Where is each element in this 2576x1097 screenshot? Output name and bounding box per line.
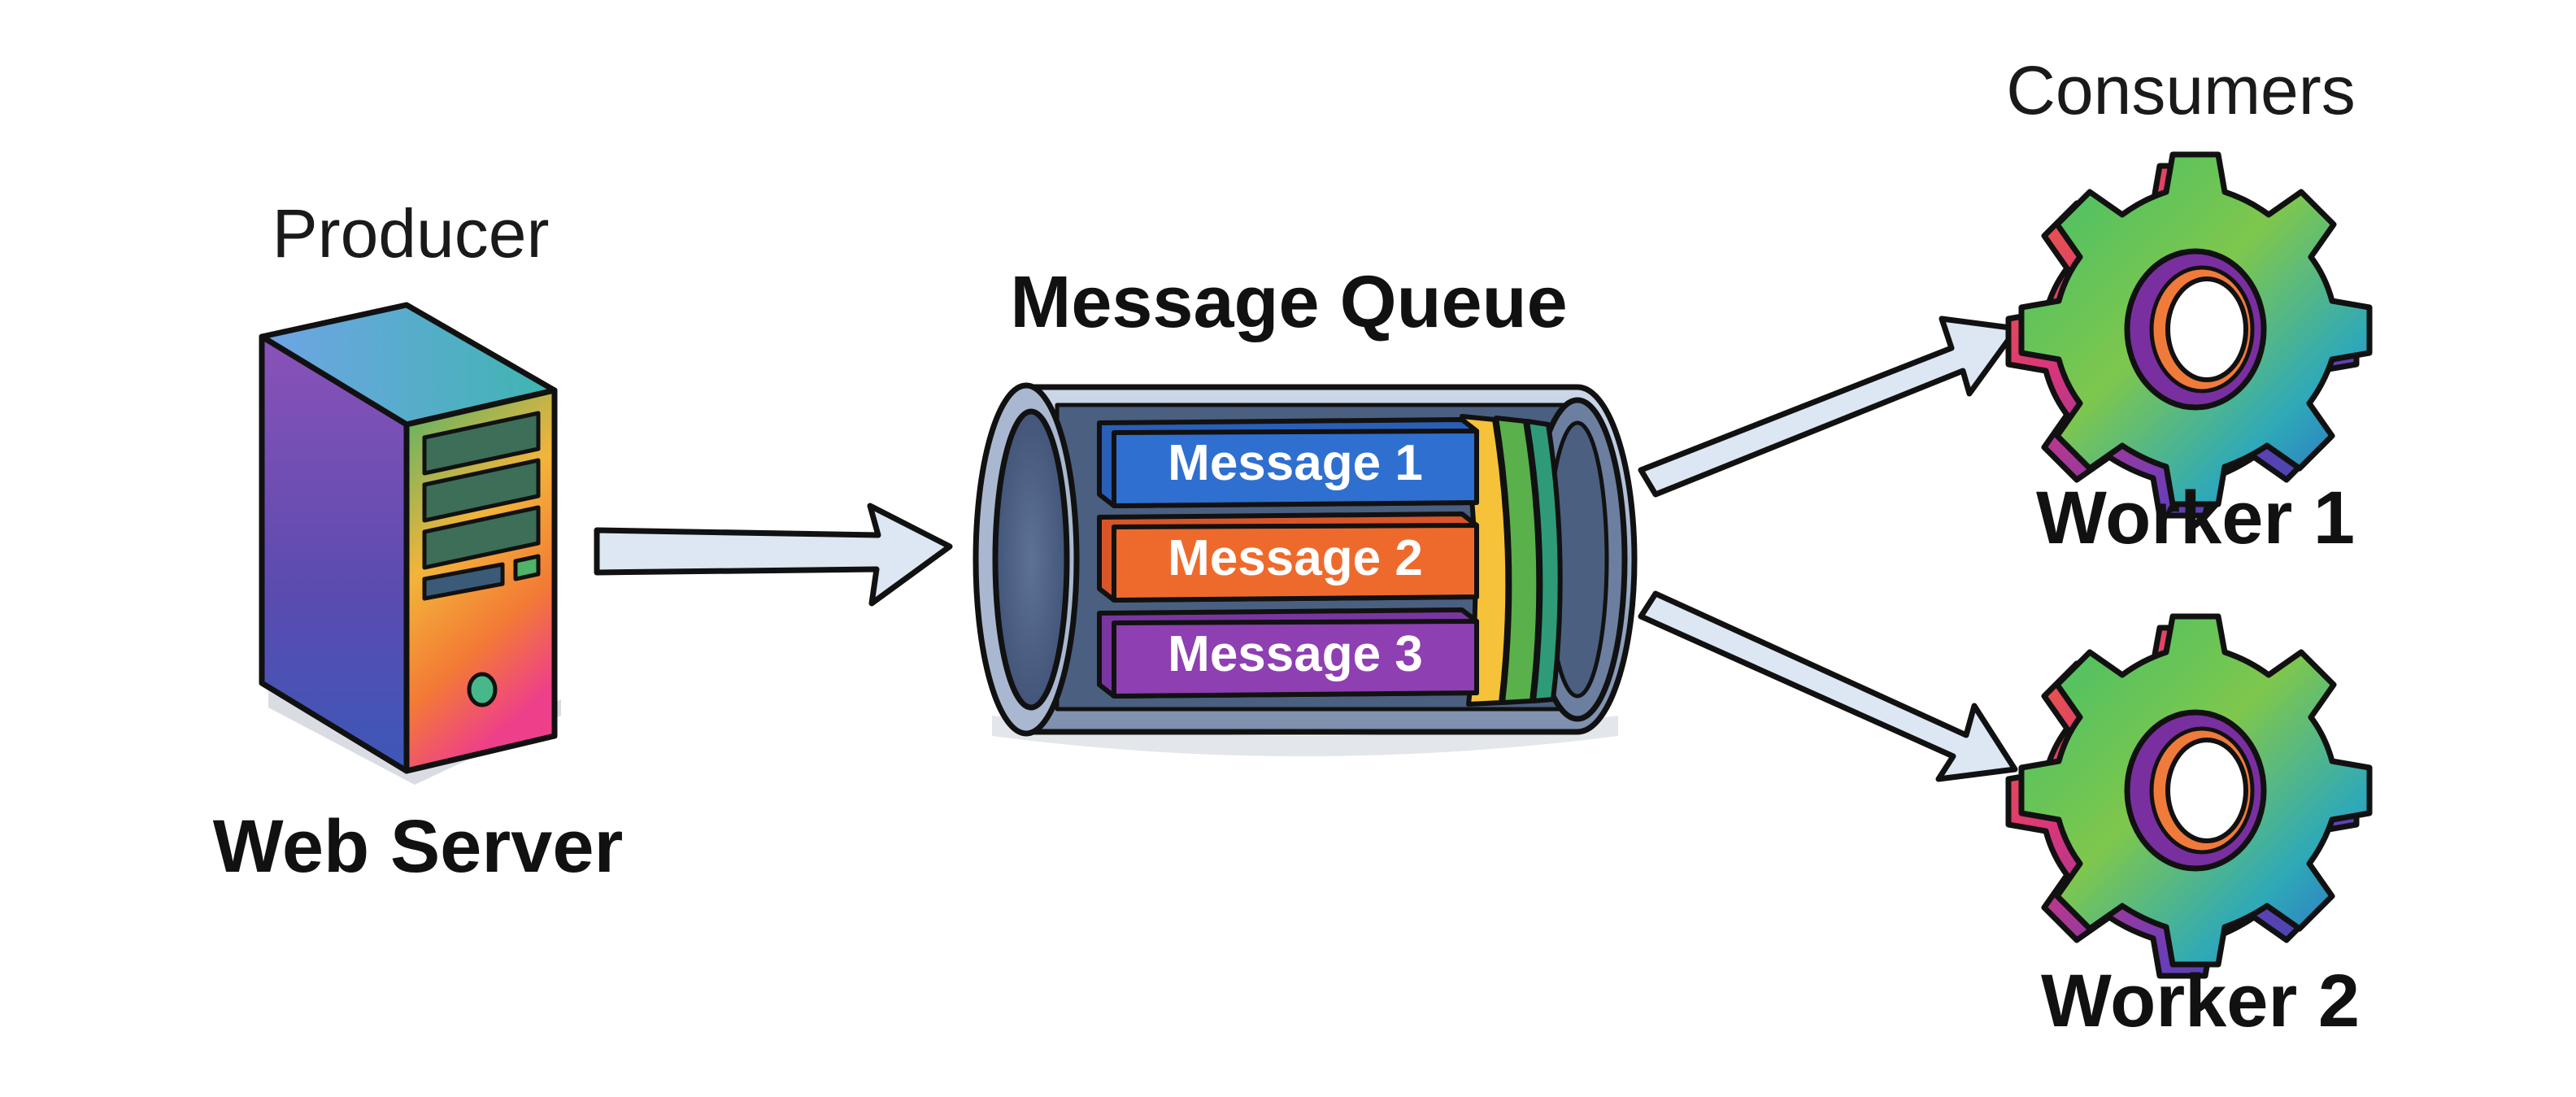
flow-arrow-producer-to-queue [594,503,953,607]
worker-2-label: Worker 2 [2041,960,2360,1043]
flow-arrow-queue-to-worker-1 [1638,316,2020,498]
message-label-1: Message 1 [1168,435,1423,491]
consumers-role-label: Consumers [2006,52,2355,128]
server-tower-icon [259,302,561,785]
message-block-1: Message 1 [1097,417,1479,508]
flow-arrow-queue-to-worker-2 [1638,590,2018,782]
message-block-2: Message 2 [1097,511,1479,603]
message-label-2: Message 2 [1168,530,1423,586]
gear-icon [2005,151,2373,519]
worker-1-label: Worker 1 [2036,477,2355,559]
gear-icon [2005,613,2373,979]
queue-title: Message Queue [1010,262,1567,343]
pipe-front-cap [973,382,1080,737]
producer-name: Web Server [213,805,624,888]
message-label-3: Message 3 [1168,626,1423,682]
producer-role-label: Producer [272,195,550,272]
message-block-3: Message 3 [1097,607,1479,699]
